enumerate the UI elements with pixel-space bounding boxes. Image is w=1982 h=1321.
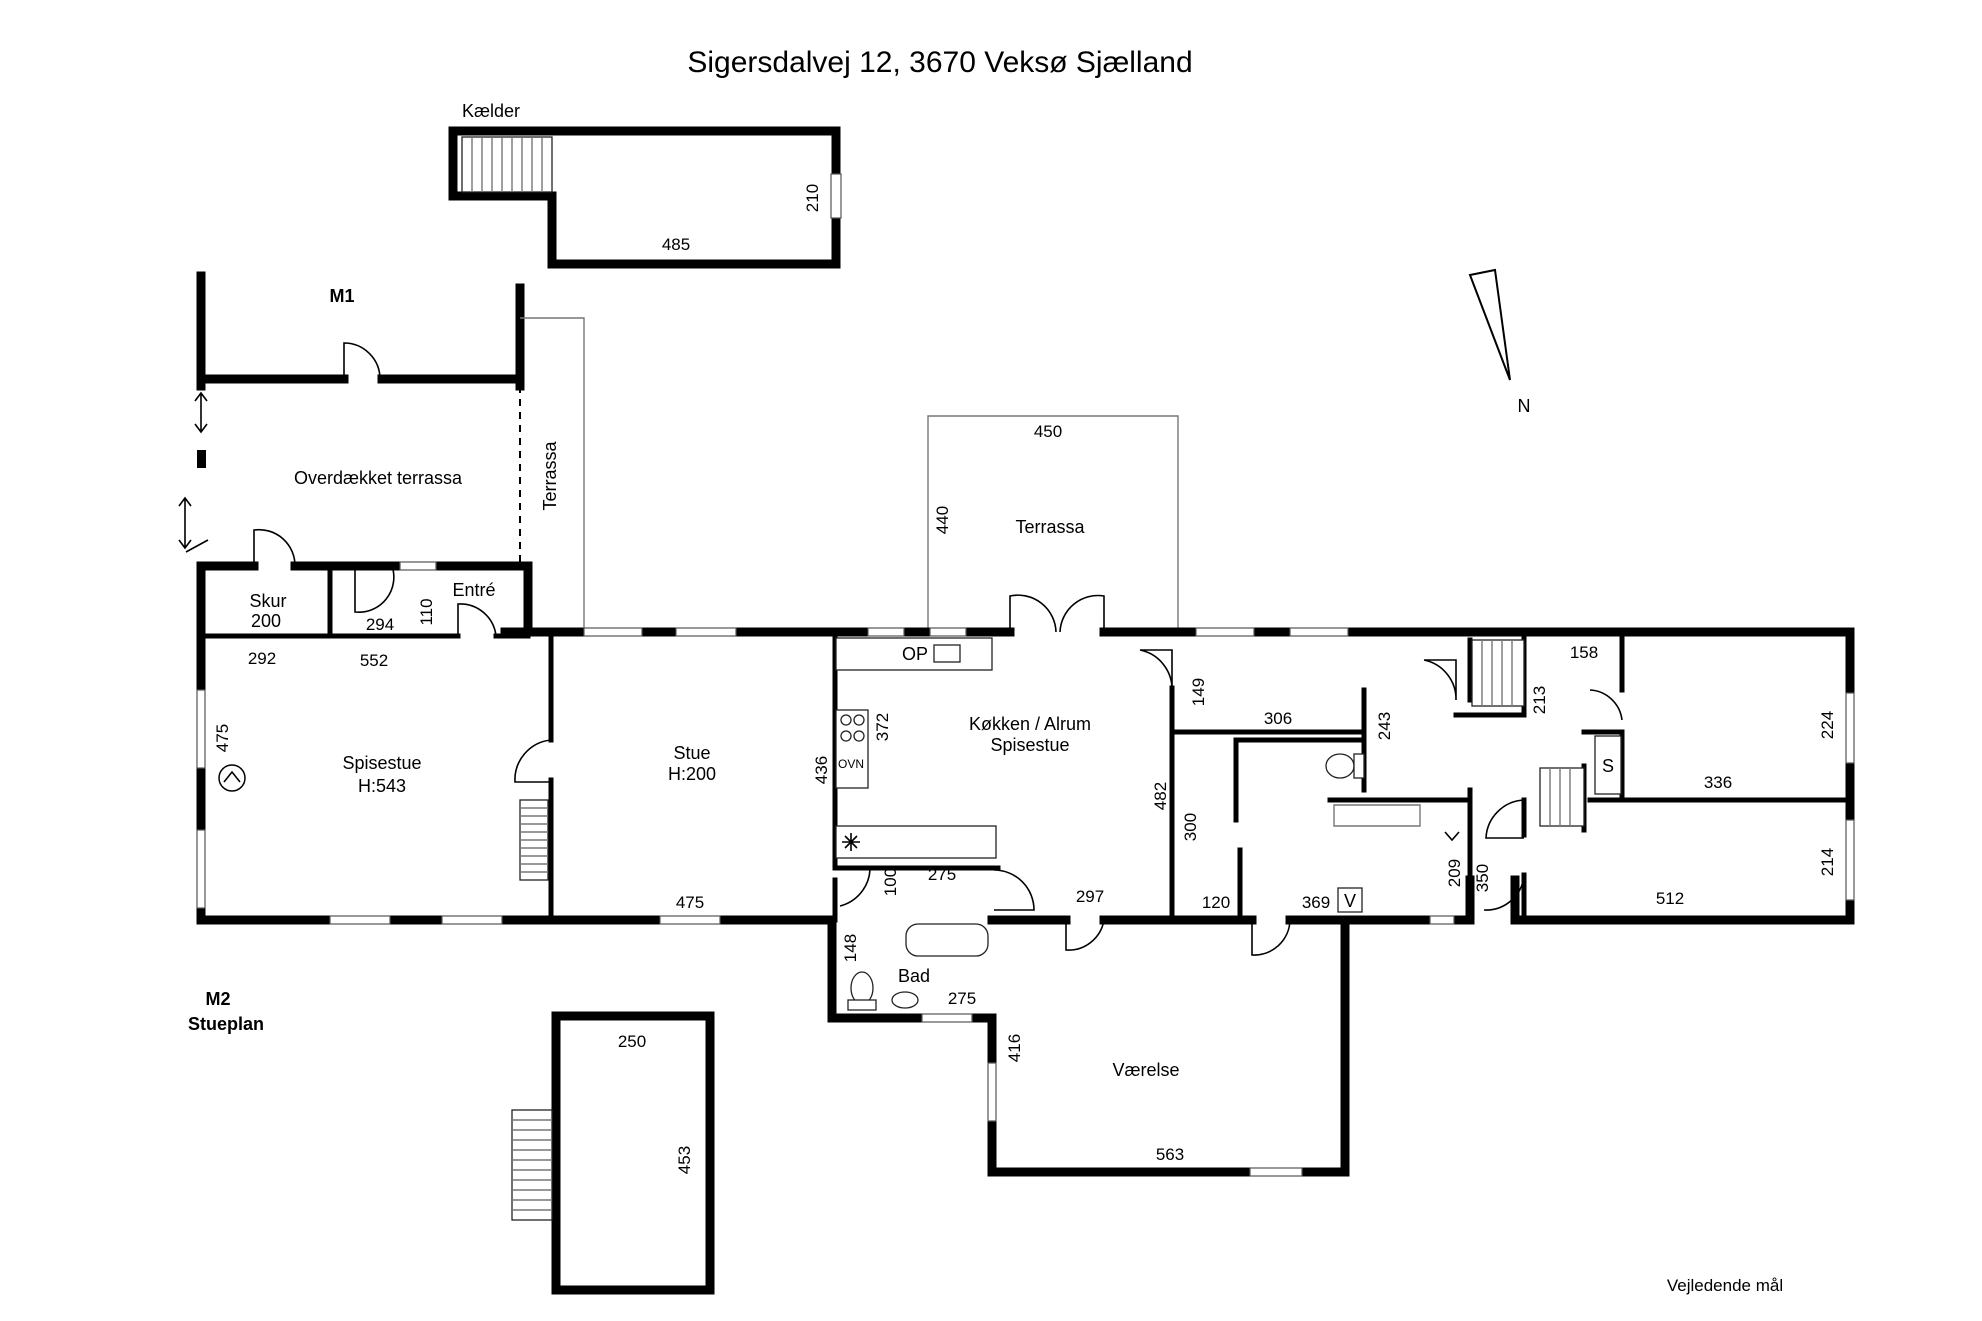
room-labels: Skur 200 Entré Spisestue H:543 Stue H:20… <box>188 580 1783 1295</box>
stueplan-label: Stueplan <box>188 1014 264 1034</box>
m2-label: M2 <box>205 989 230 1009</box>
annex-m1: M1 <box>196 271 525 391</box>
m1-label: M1 <box>329 286 354 306</box>
wash-basin-icon <box>891 991 919 1009</box>
s-label: S <box>1602 756 1614 776</box>
skur-dim: 200 <box>251 611 281 631</box>
dim-475-vertical: 475 <box>213 724 232 752</box>
dim-336: 336 <box>1704 773 1732 792</box>
entre-label: Entré <box>452 580 495 600</box>
dim-350: 350 <box>1473 864 1492 892</box>
bad-label: Bad <box>898 966 930 986</box>
dim-158: 158 <box>1570 643 1598 662</box>
op-label: OP <box>902 644 928 664</box>
basement: Kælder 210 485 <box>448 101 842 269</box>
dim-563: 563 <box>1156 1145 1184 1164</box>
north-arrow: N <box>1468 268 1531 416</box>
skur-label: Skur <box>249 591 286 611</box>
dim-482: 482 <box>1151 782 1170 810</box>
windows <box>196 561 1855 1177</box>
kitchen-label-2: Spisestue <box>990 735 1069 755</box>
dim-416: 416 <box>1005 1034 1024 1062</box>
dim-292: 292 <box>248 649 276 668</box>
main-house-walls <box>196 561 1855 1177</box>
doors <box>253 528 1623 956</box>
basement-dim-210: 210 <box>803 184 822 212</box>
basement-dim-485: 485 <box>662 235 690 254</box>
sink-icon <box>933 644 961 663</box>
basement-stairs <box>461 136 553 193</box>
kitchen-label: Køkken / Alrum <box>969 714 1091 734</box>
stove-icon <box>218 764 246 792</box>
dim-306: 306 <box>1264 709 1292 728</box>
spisestue-label: Spisestue <box>342 753 421 773</box>
terrace-vertical-label: Terrassa <box>540 441 560 511</box>
dimensions: 294 110 292 552 475 436 372 475 149 306 … <box>213 598 1837 1164</box>
dim-214: 214 <box>1818 848 1837 876</box>
v-label: V <box>1344 891 1356 911</box>
dim-224: 224 <box>1818 711 1837 739</box>
stue-height: H:200 <box>668 764 716 784</box>
toilet-icon <box>1325 753 1355 779</box>
dim-148: 148 <box>841 934 860 962</box>
vejledende-label: Vejledende mål <box>1667 1276 1783 1295</box>
terraces: Overdækket terrassa Terrassa 450 440 Ter… <box>178 317 1179 632</box>
dim-294: 294 <box>366 615 394 634</box>
fridge-icon <box>842 833 860 851</box>
dim-369: 369 <box>1302 893 1330 912</box>
dim-149: 149 <box>1189 678 1208 706</box>
dim-297: 297 <box>1076 887 1104 906</box>
dim-552: 552 <box>360 651 388 670</box>
dim-209: 209 <box>1445 859 1464 887</box>
covered-terrace-label: Overdækket terrassa <box>294 468 463 488</box>
dim-213: 213 <box>1530 686 1549 714</box>
basement-label: Kælder <box>462 101 520 121</box>
bathtub-icon <box>905 923 989 957</box>
dim-275-lower: 275 <box>948 989 976 1008</box>
dim-436: 436 <box>812 756 831 784</box>
spisestue-height: H:543 <box>358 776 406 796</box>
north-label: N <box>1518 396 1531 416</box>
shed-dim-453: 453 <box>675 1146 694 1174</box>
dim-100: 100 <box>881 868 900 896</box>
terrace-dim-440: 440 <box>933 506 952 534</box>
fixtures: OP OVN S V <box>218 637 1622 1011</box>
oven-label: OVN <box>838 757 864 771</box>
terrace-label: Terrassa <box>1015 517 1085 537</box>
dim-120: 120 <box>1202 893 1230 912</box>
shed-dim-250: 250 <box>618 1032 646 1051</box>
dim-275-upper: 275 <box>928 865 956 884</box>
shed-block: 250 453 <box>511 1011 715 1295</box>
dim-372: 372 <box>873 713 892 741</box>
dim-300: 300 <box>1181 813 1200 841</box>
stue-label: Stue <box>673 743 710 763</box>
dim-475: 475 <box>676 893 704 912</box>
dim-110: 110 <box>417 598 436 625</box>
dim-512: 512 <box>1656 889 1684 908</box>
terrace-dim-450: 450 <box>1034 422 1062 441</box>
plan-title: Sigersdalvej 12, 3670 Veksø Sjælland <box>687 46 1192 79</box>
vaerelse-label: Værelse <box>1112 1060 1179 1080</box>
dim-243: 243 <box>1375 712 1394 740</box>
